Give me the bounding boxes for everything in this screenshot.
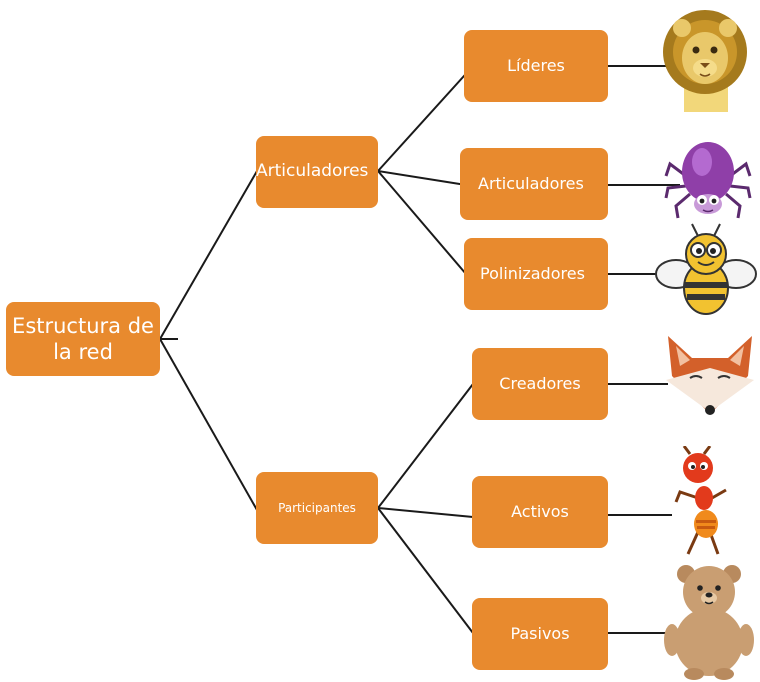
leaf-node-polinizadores: Polinizadores [464,238,608,310]
leaf-node-activos: Activos [472,476,608,548]
leaf-label-creadores: Creadores [499,374,581,393]
edge-articuladores-lideres [377,65,474,172]
bear-icon [664,565,754,680]
ant-icon [674,446,727,555]
edge-articuladores-articuladores [377,170,467,186]
leaf-node-creadores: Creadores [472,348,608,420]
leaf-label-lideres: Líderes [507,56,565,75]
bee-icon [655,223,757,315]
leaf-node-articuladores: Articuladores [460,148,608,220]
leaf-label-articuladores: Articuladores [478,174,584,193]
leaf-label-pasivos: Pasivos [510,624,570,643]
edge-participantes-activos [377,507,474,518]
spider-icon [664,142,752,219]
edge-root-participantes [159,338,258,511]
edge-articuladores-polinizadores [377,170,467,275]
fox-icon [666,336,754,415]
leaf-label-activos: Activos [511,502,569,521]
leaf-node-pasivos: Pasivos [472,598,608,670]
group-label-articuladores: Articuladores [256,161,369,182]
edge-participantes-creadores [377,383,474,509]
root-label: Estructura de la red [12,313,154,364]
root-node: Estructura de la red [6,302,160,376]
group-label-participantes: Participantes [278,500,356,515]
lion-icon [663,10,747,112]
edge-root-articuladores [159,170,258,340]
group-node-participantes: Participantes [256,472,378,544]
leaf-node-lideres: Líderes [464,30,608,102]
edge-participantes-pasivos [377,507,474,634]
group-node-articuladores: Articuladores [256,136,378,208]
leaf-label-polinizadores: Polinizadores [480,264,585,283]
